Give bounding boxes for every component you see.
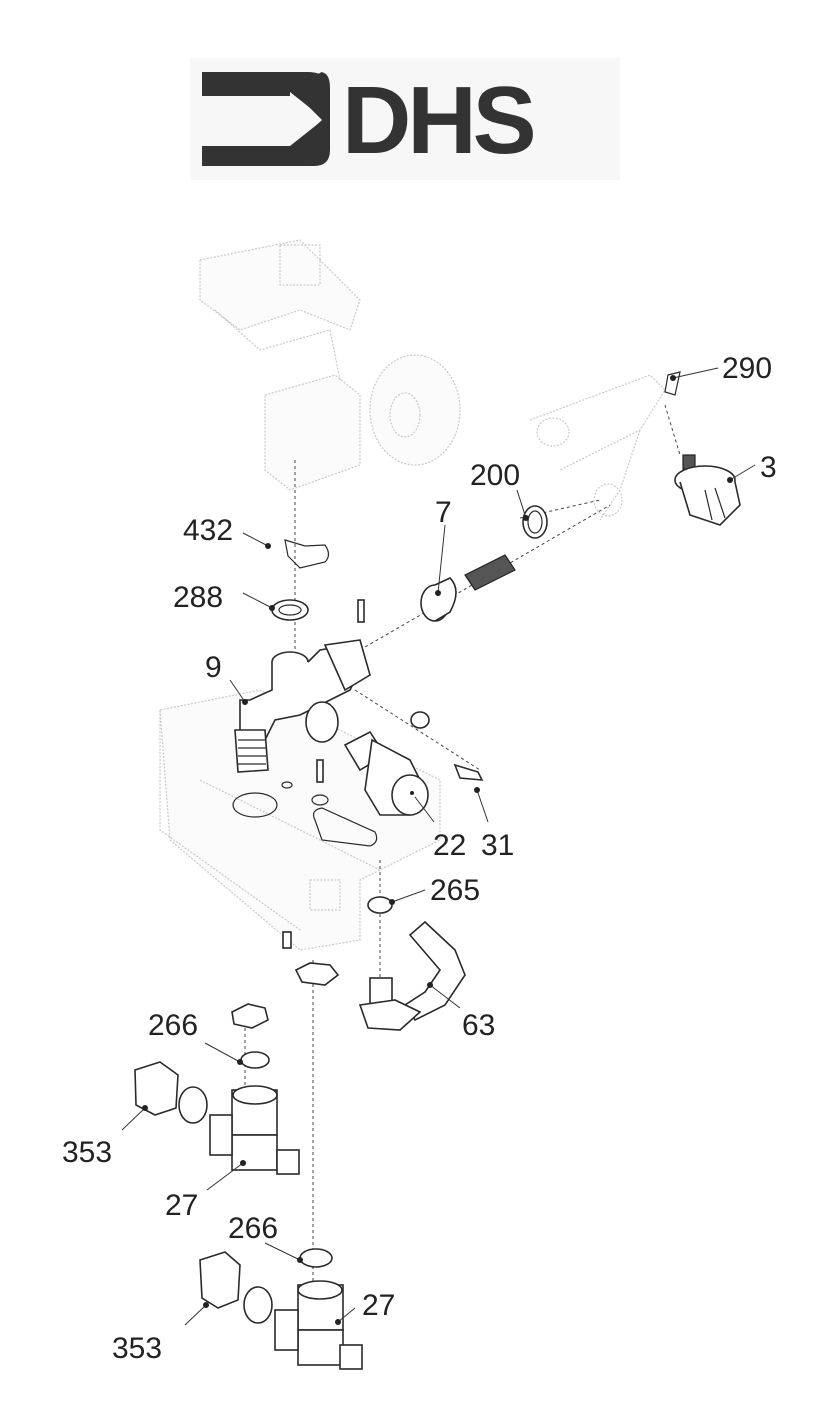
chassis-hole	[232, 792, 278, 818]
callout-432: 432	[183, 514, 233, 547]
isolation-valve-part	[274, 1280, 363, 1370]
pressure-switch-part	[674, 454, 741, 526]
chassis-hole	[311, 794, 329, 806]
drain-valve-part	[453, 763, 484, 781]
olive-part	[243, 1286, 273, 1324]
spring-part	[464, 554, 516, 591]
dhs-logo: DHS	[190, 58, 620, 180]
nut-part	[134, 1061, 179, 1116]
gasket-part	[240, 1051, 270, 1069]
callout-22: 22	[433, 829, 466, 862]
callout-266-upper: 266	[148, 1009, 198, 1042]
olive-part	[178, 1086, 208, 1124]
chassis-slot	[312, 807, 378, 847]
o-ring-part	[522, 505, 548, 539]
screw-part	[357, 599, 365, 623]
safety-valve-part	[343, 730, 429, 816]
plug-part	[410, 711, 430, 729]
callout-63: 63	[462, 1009, 495, 1042]
chassis-ghost	[159, 689, 441, 951]
hydraulic-block-part	[234, 639, 371, 773]
nut-part	[231, 1003, 269, 1029]
callout-288: 288	[173, 581, 223, 614]
callout-353-lower: 353	[112, 1332, 162, 1365]
screw-part	[282, 931, 292, 949]
chassis-hole	[281, 781, 293, 789]
wire-clip-part	[284, 539, 330, 569]
callout-200: 200	[470, 459, 520, 492]
nut-part	[294, 962, 340, 986]
pump-ghost	[199, 239, 461, 491]
isolation-valve-part	[209, 1085, 300, 1175]
callout-290: 290	[722, 352, 772, 385]
callout-3: 3	[760, 451, 777, 484]
bypass-pipe-part	[358, 920, 466, 1031]
callout-27-lower: 27	[362, 1289, 395, 1322]
logo-graphic: DHS	[202, 67, 538, 174]
gasket-part	[367, 896, 393, 914]
leader-lines	[121, 367, 756, 1326]
callout-266-lower: 266	[228, 1212, 278, 1245]
callout-7: 7	[435, 496, 452, 529]
o-ring-part	[271, 599, 309, 621]
callout-27-upper: 27	[165, 1189, 198, 1222]
callout-353-upper: 353	[62, 1136, 112, 1169]
callout-265: 265	[430, 874, 480, 907]
screw-part	[316, 759, 324, 783]
clip-part	[664, 371, 681, 396]
callout-31: 31	[481, 829, 514, 862]
gasket-part	[299, 1248, 333, 1268]
logo-text: DHS	[342, 67, 534, 174]
pipe-ghost	[529, 374, 666, 521]
nut-part	[199, 1251, 241, 1309]
cartridge-part	[420, 577, 457, 622]
callout-9: 9	[205, 651, 222, 684]
